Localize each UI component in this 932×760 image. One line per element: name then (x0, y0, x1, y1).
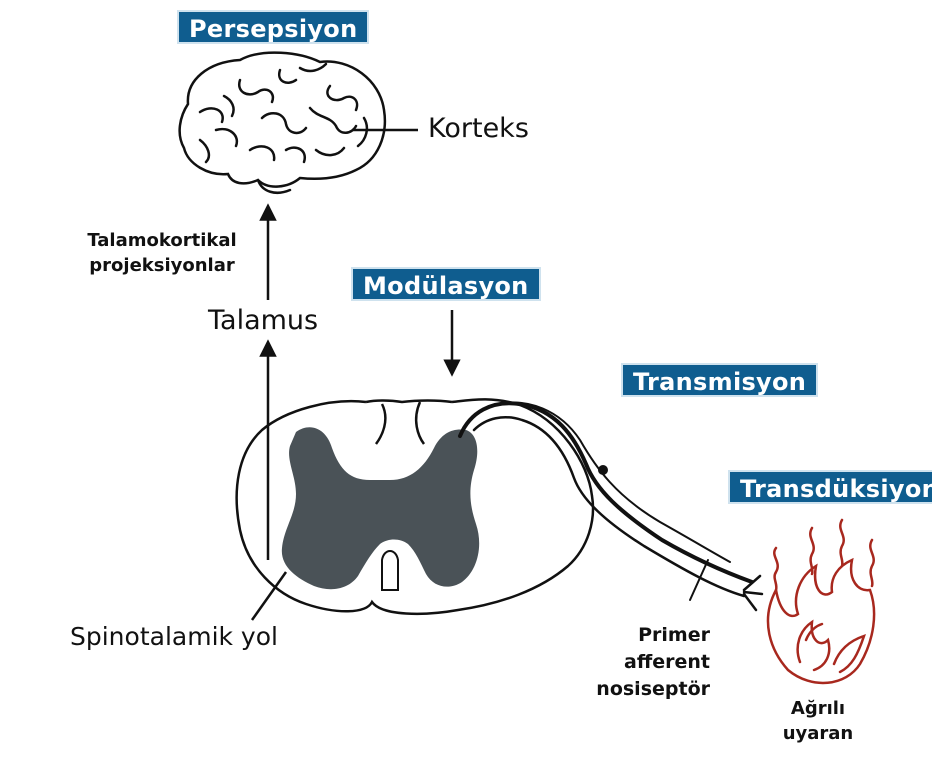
stage-modulation-label: Modülasyon (351, 267, 541, 301)
painful-stimulus-flames (768, 520, 874, 683)
thalamus-label: Talamus (208, 305, 318, 336)
stage-perception-label: Persepsiyon (177, 10, 369, 44)
thalamocortical-label: Talamokortikal projeksiyonlar (74, 228, 250, 278)
thalamocortical-label-line1: Talamokortikal (74, 228, 250, 253)
spinothalamic-tract-label: Spinotalamik yol (70, 622, 278, 651)
brain-illustration (180, 53, 385, 193)
afferent-nerve (460, 403, 762, 611)
central-canal (382, 551, 398, 590)
stimulus-label-line2: uyaran (768, 721, 868, 746)
afferent-label-line3: nosiseptör (592, 676, 710, 703)
afferent-label-line1: Primer (592, 622, 710, 649)
stage-transduction-label: Transdüksiyon (728, 470, 932, 504)
grey-matter (282, 427, 479, 589)
stimulus-label-line1: Ağrılı (768, 696, 868, 721)
spinothalamic-pointer-line (252, 572, 286, 620)
primary-afferent-nociceptor-label: Primer afferent nosiseptör (592, 622, 710, 703)
stage-transmission-label: Transmisyon (621, 363, 818, 397)
afferent-label-line2: afferent (592, 649, 710, 676)
thalamocortical-label-line2: projeksiyonlar (74, 253, 250, 278)
cortex-label: Korteks (428, 113, 529, 144)
painful-stimulus-label: Ağrılı uyaran (768, 696, 868, 746)
